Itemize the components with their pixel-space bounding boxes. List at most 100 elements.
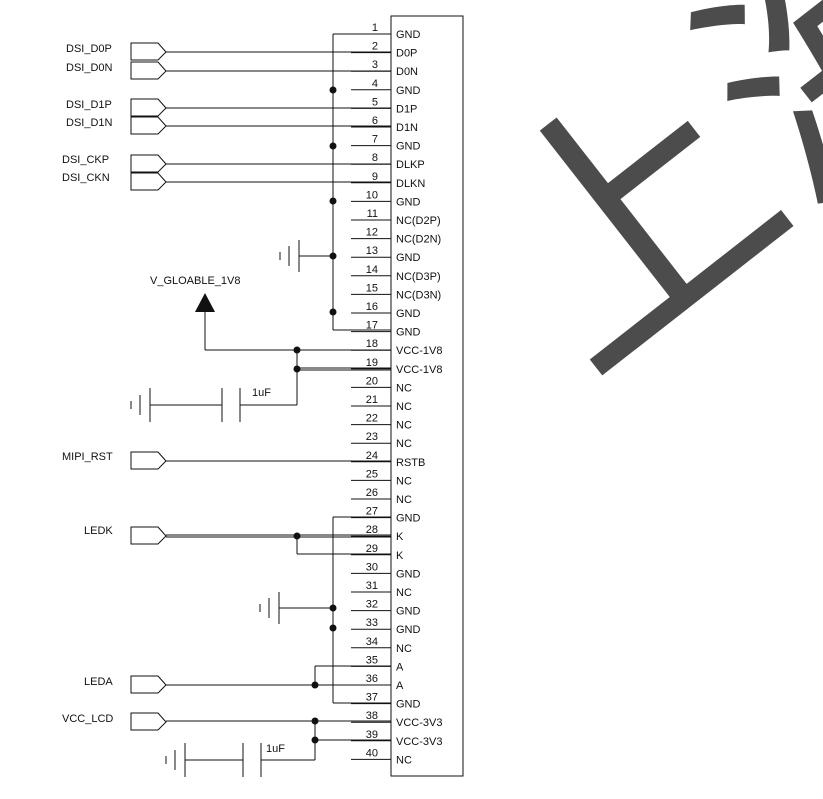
pin-number: 2 [372, 41, 378, 53]
pin-label: D0P [396, 48, 417, 60]
leda-port: LEDA [84, 665, 391, 694]
pin-label: NC(D2P) [396, 215, 441, 227]
ledk-port: LEDK [84, 525, 391, 555]
pin-number: 28 [366, 524, 378, 536]
pin-label: GND [396, 141, 421, 153]
dsi-ckp-port: DSI_CKP [62, 154, 391, 173]
pin-number: 37 [366, 692, 378, 704]
vcc-lcd-port: VCC_LCD [62, 712, 391, 760]
pin-number: 9 [372, 171, 378, 183]
pin-number: 19 [366, 357, 378, 369]
pin-number: 3 [372, 59, 378, 71]
junction-dot [311, 681, 319, 689]
junction-dot [329, 197, 337, 205]
pin-label: GND [396, 308, 421, 320]
pin-number: 5 [372, 96, 378, 108]
pin-label: GND [396, 699, 421, 711]
supply-arrow-icon [195, 293, 215, 312]
pin-number: 20 [366, 375, 378, 387]
pin-label: NC [396, 475, 412, 487]
pin-label: K [396, 550, 404, 562]
dsi-d0p-label: DSI_D0P [66, 43, 112, 55]
pin-label: NC [396, 401, 412, 413]
dsi-d0n-label: DSI_D0N [66, 62, 113, 74]
pin-label: VCC-1V8 [396, 364, 442, 376]
pin-number: 33 [366, 617, 378, 629]
junction-dot [329, 624, 337, 632]
pin-number: 4 [372, 78, 378, 90]
junction-dot [329, 252, 337, 260]
pin-label: VCC-3V3 [396, 736, 442, 748]
junction-dot [311, 736, 319, 744]
pin-label: DLKN [396, 178, 425, 190]
pin-number: 13 [366, 245, 378, 257]
pin-label: D1P [396, 103, 417, 115]
pin-number: 31 [366, 580, 378, 592]
ground-bus-lower [332, 516, 391, 704]
junction-dot [329, 604, 337, 612]
pin-label: GND [396, 85, 421, 97]
pin-number: 22 [366, 413, 378, 425]
watermark: 上海合 [436, 0, 823, 423]
capacitor-1v8-value: 1uF [252, 387, 271, 399]
pin-number: 15 [366, 282, 378, 294]
pin-number: 30 [366, 561, 378, 573]
pin-number: 11 [367, 208, 378, 220]
dsi-d1p-label: DSI_D1P [66, 99, 112, 111]
pin-number: 16 [366, 301, 378, 313]
junction-dot [329, 308, 337, 316]
capacitor-3v3 [165, 743, 315, 777]
v-1v8-label: V_GLOABLE_1V8 [150, 275, 241, 287]
pin-number: 17 [366, 320, 378, 332]
pin-label: D1N [396, 122, 418, 134]
ledk-label: LEDK [84, 525, 113, 537]
pin-number: 32 [366, 599, 378, 611]
pin-label: GND [396, 252, 421, 264]
pin-number: 34 [366, 636, 378, 648]
pin-number: 29 [366, 543, 378, 555]
pin-label: DLKP [396, 159, 425, 171]
pin-label: GND [396, 29, 421, 41]
pin-number: 27 [366, 506, 378, 518]
connector-pin-28: 28K [351, 524, 404, 543]
leda-label: LEDA [84, 676, 113, 688]
pin-label: NC [396, 643, 412, 655]
pin-label: NC [396, 382, 412, 394]
pin-number: 14 [366, 264, 378, 276]
pin-label: VCC-1V8 [396, 345, 442, 357]
pin-number: 7 [372, 134, 378, 146]
dsi-d1n-label: DSI_D1N [66, 117, 113, 129]
dsi-d1p-port: DSI_D1P [66, 98, 391, 117]
junction-dot [329, 86, 337, 94]
connector-pins: 1GND2D0P3D0N4GND5D1P6D1N7GND8DLKP9DLKN10… [351, 22, 442, 766]
connector-pin-35: 35A [351, 654, 404, 673]
ground-symbol-upper [279, 240, 333, 272]
pin-number: 23 [366, 431, 378, 443]
pin-label: RSTB [396, 457, 425, 469]
connector-pin-36: 36A [351, 673, 404, 692]
